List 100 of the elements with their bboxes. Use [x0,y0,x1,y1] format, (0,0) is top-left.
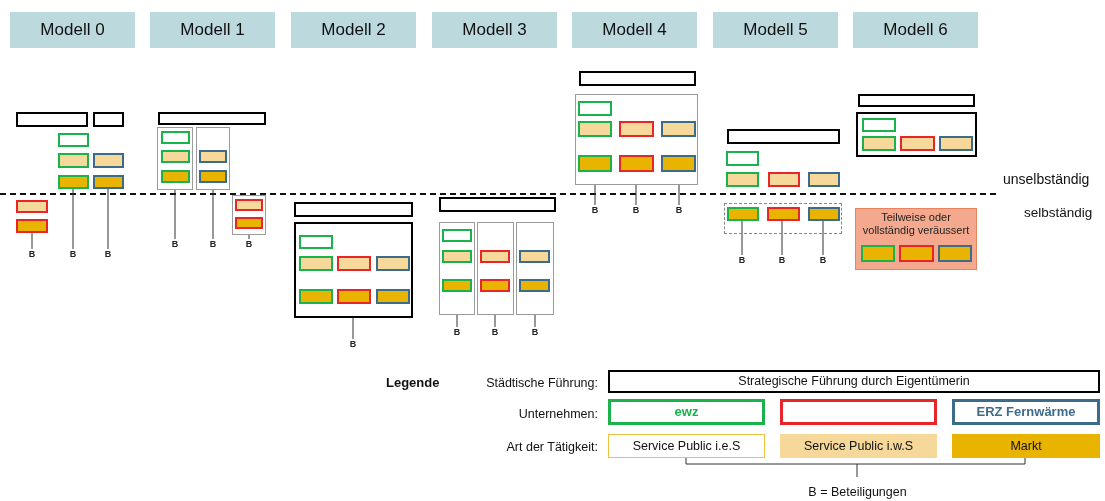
box-label: B [28,248,36,262]
connector-line [31,232,33,250]
model-header [713,12,838,48]
group-box [575,94,698,185]
box-label: Modell 4 [602,19,667,42]
strategy-bar [158,112,266,125]
activity-box [619,155,654,172]
sold-group-box [855,208,977,270]
box-label: Teilweise oder vollständig veräussert [861,211,971,238]
activity-box [58,153,89,168]
model-header [10,12,135,48]
group-box [157,127,193,190]
activity-box [161,131,190,144]
box-label: Modell 5 [743,19,808,42]
group-box [196,127,230,190]
text-label: selbständig [1024,204,1093,222]
model-header [432,12,557,48]
activity-box [299,289,333,304]
activity-box [808,172,840,187]
box-label: B [349,338,357,352]
box-label: Modell 6 [883,19,948,42]
strategy-bar [439,197,556,212]
connector-line [107,188,109,250]
text-label: unselbständig [1003,170,1090,189]
legend-box [608,370,1100,393]
box-label: B [738,254,746,268]
connector-line [534,314,536,328]
activity-box [519,279,550,292]
activity-box [727,207,759,221]
connector-line [494,314,496,328]
connector-line [741,220,743,256]
activity-box [768,172,800,187]
legend-box [780,434,937,458]
activity-box [93,175,124,189]
activity-box [442,229,472,242]
activity-box [861,245,895,262]
activity-box [767,207,800,221]
box-label: B [531,326,539,340]
group-box [724,203,842,234]
strategy-bar [858,94,975,107]
activity-box [161,150,190,163]
activity-box [376,289,410,304]
strategy-bar [16,112,88,127]
box-label: Modell 2 [321,19,386,42]
box-label: B [491,326,499,340]
activity-box [58,133,89,147]
activity-box [661,121,696,137]
activity-box [199,150,227,163]
activity-box [93,153,124,168]
text-label: Legende [386,374,440,392]
activity-box [376,256,410,271]
legend-box [952,399,1100,425]
activity-box [900,136,935,151]
box-label: B [591,204,599,218]
activity-box [899,245,934,262]
box-label: ERZ Fernwärme [976,403,1076,422]
legend-box [780,399,937,425]
model-header [853,12,978,48]
group-box [294,222,413,318]
activity-box [442,279,472,292]
box-label: B [245,238,253,252]
activity-box [58,175,89,189]
activity-box [299,235,333,249]
box-label: B [819,254,827,268]
activity-box [480,279,510,292]
activity-box [442,250,472,263]
group-box [516,222,554,315]
box-label: B [675,204,683,218]
legend-box [952,434,1100,458]
activity-box [235,199,263,211]
box-label: B [171,238,179,252]
text-label: B = Beteiligungen [807,484,908,501]
connector-line [352,317,354,340]
activity-box [578,101,612,116]
connector-line [248,234,250,240]
box-label: ewz [674,403,699,422]
connector-line [781,220,783,256]
activity-box [337,256,371,271]
activity-box [619,121,654,137]
box-label: B [104,248,112,262]
connector-line [72,188,74,250]
connector-line [456,314,458,328]
activity-box [161,170,190,183]
activity-box [299,256,333,271]
strategy-bar [294,202,413,217]
box-label: Modell 1 [180,19,245,42]
text-label: Art der Tätigkeit: [505,439,598,456]
activity-box [16,219,48,233]
group-box [477,222,514,315]
group-box [439,222,475,315]
activity-box [661,155,696,172]
box-label: Strategische Führung durch Eigentümerin [738,373,970,391]
activity-box [578,121,612,137]
activity-box [519,250,550,263]
activity-box [235,217,263,229]
legend-box [608,434,765,458]
activity-box [939,136,973,151]
group-box [856,112,977,157]
group-box [232,195,266,235]
activity-box [578,155,612,172]
